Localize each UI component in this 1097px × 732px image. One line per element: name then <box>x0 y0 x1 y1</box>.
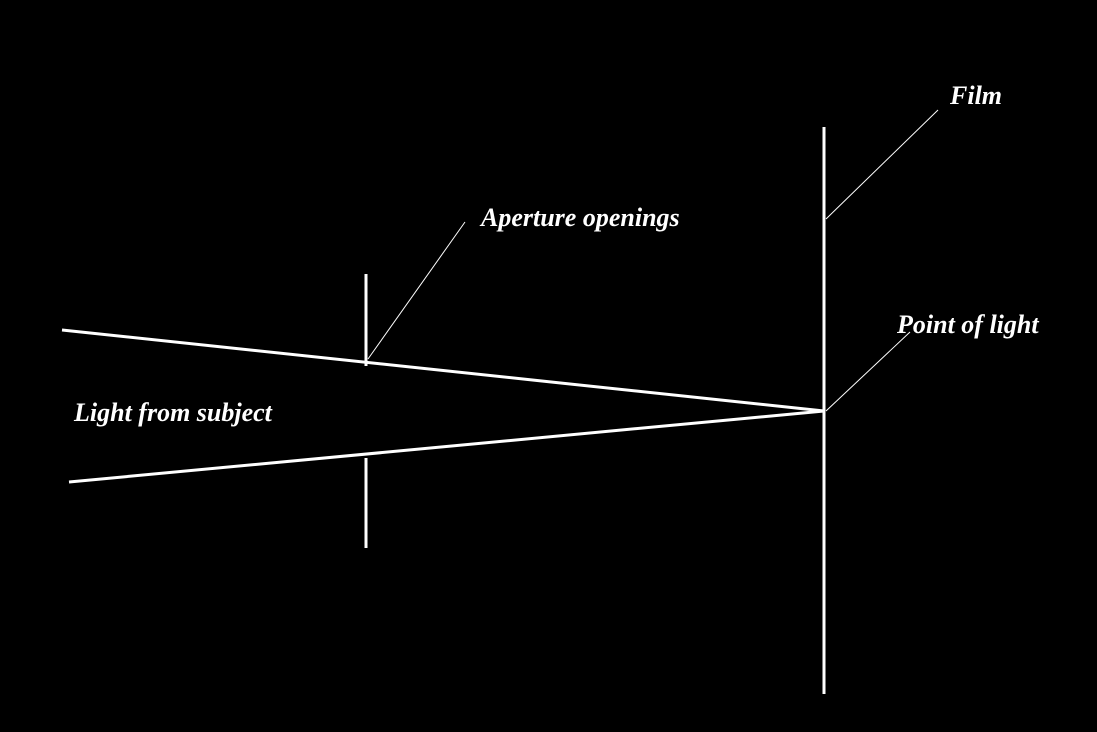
film-label: Film <box>949 81 1002 110</box>
aperture-leader-line <box>367 221 466 360</box>
point-of-light-label: Point of light <box>896 310 1039 339</box>
point-of-light-leader-line <box>825 331 911 412</box>
light-ray-upper <box>61 328 825 413</box>
light-from-subject-label: Light from subject <box>73 398 273 427</box>
light-ray-lower <box>68 409 825 484</box>
film-leader-line <box>825 109 939 220</box>
aperture-openings-label: Aperture openings <box>479 203 680 232</box>
